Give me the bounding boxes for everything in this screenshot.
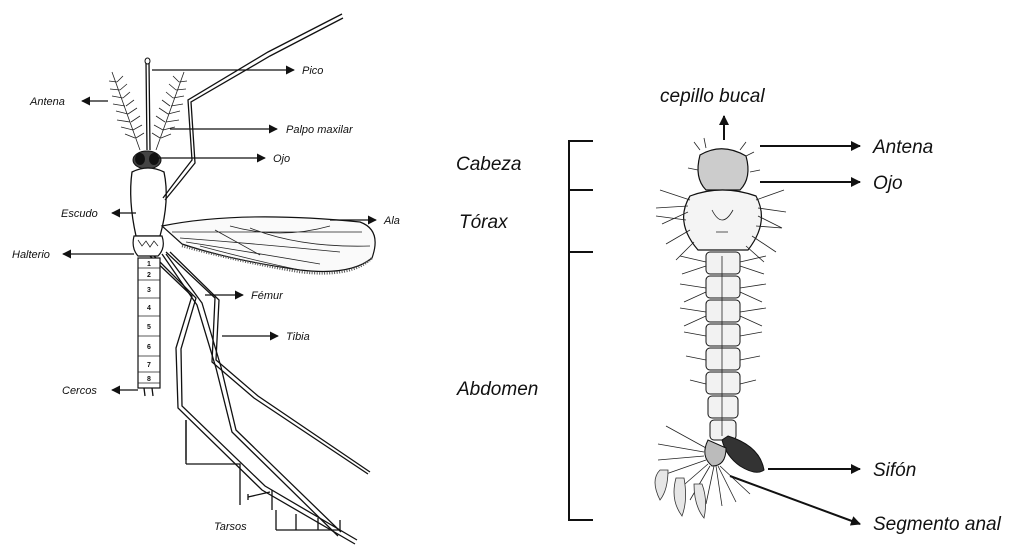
label-cercos: Cercos <box>62 385 97 397</box>
adult-antennae-drawing <box>109 72 187 150</box>
label-palpo-maxilar: Palpo maxilar <box>286 124 354 136</box>
label-pico: Pico <box>302 65 323 77</box>
label-sifon: Sifón <box>873 460 916 481</box>
segment-number: 7 <box>147 362 151 369</box>
label-ojo-larva: Ojo <box>873 173 903 194</box>
label-antena-adult: Antena <box>29 96 65 108</box>
segment-number: 1 <box>147 261 151 268</box>
segment-number: 3 <box>147 287 151 294</box>
segment-number: 8 <box>147 376 151 383</box>
label-ojo-adult: Ojo <box>273 153 290 165</box>
proboscis-drawing <box>146 62 150 150</box>
label-tarsos: Tarsos <box>214 521 247 533</box>
segment-number: 5 <box>147 324 151 331</box>
region-bracket <box>569 141 593 520</box>
label-tibia: Tibia <box>286 331 310 343</box>
label-segmento-anal: Segmento anal <box>873 514 1002 535</box>
segmento-anal-pointer <box>730 476 860 524</box>
segment-number: 2 <box>147 272 151 279</box>
label-ala: Ala <box>383 215 400 227</box>
adult-legs-drawing <box>150 14 370 544</box>
label-torax: Tórax <box>459 212 509 233</box>
label-escudo: Escudo <box>61 208 98 220</box>
larva-body-drawing <box>655 138 786 518</box>
label-cabeza: Cabeza <box>456 154 522 175</box>
label-cepillo-bucal: cepillo bucal <box>660 86 765 107</box>
adult-mosquito: 1 2 3 4 5 6 7 8 Pico Antena Palpo ma <box>12 14 400 544</box>
segment-number: 4 <box>147 305 151 312</box>
label-abdomen: Abdomen <box>456 379 538 400</box>
label-halterio: Halterio <box>12 249 50 261</box>
segment-number: 6 <box>147 344 151 351</box>
label-antena-larva: Antena <box>872 137 933 158</box>
label-femur: Fémur <box>251 290 284 302</box>
larva: Cabeza Tórax Abdomen <box>456 86 1002 535</box>
